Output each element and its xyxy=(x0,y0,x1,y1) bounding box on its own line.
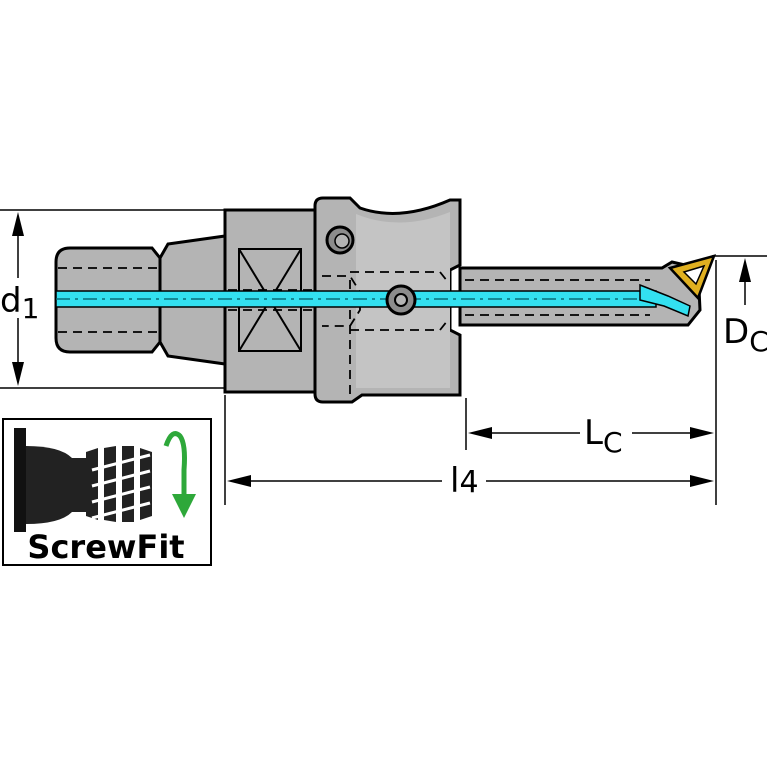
clamp-screw-hole-inner xyxy=(334,233,350,249)
lc-arrow-right xyxy=(690,427,714,439)
dc-arrow xyxy=(739,258,751,282)
l4-arrow-left xyxy=(227,475,251,487)
lc-arrow-left xyxy=(468,427,492,439)
dimension-arrowheads xyxy=(12,212,751,487)
d1-arrow-top xyxy=(12,212,24,236)
coolant-screw-inner xyxy=(394,293,408,307)
l4-arrow-right xyxy=(690,475,714,487)
screwfit-logo: ScrewFit xyxy=(2,418,212,566)
logo-rotation-arrow-icon xyxy=(163,431,187,498)
logo-arrow-head xyxy=(172,494,196,518)
dimension-label-dc: DC xyxy=(723,312,767,358)
coolant-channel xyxy=(55,283,691,318)
logo-thread-grooves xyxy=(91,453,151,520)
cutting-insert xyxy=(667,254,717,301)
dimension-label-d1: d1 xyxy=(0,281,39,325)
logo-label: ScrewFit xyxy=(27,528,184,566)
logo-flange xyxy=(14,428,26,532)
d1-arrow-bottom xyxy=(12,362,24,386)
hidden-lines xyxy=(58,267,650,395)
dimension-label-l4: l4 xyxy=(450,461,479,501)
logo-taper xyxy=(26,446,72,524)
logo-neck xyxy=(72,458,86,512)
dimension-label-lc: LC xyxy=(584,413,623,459)
